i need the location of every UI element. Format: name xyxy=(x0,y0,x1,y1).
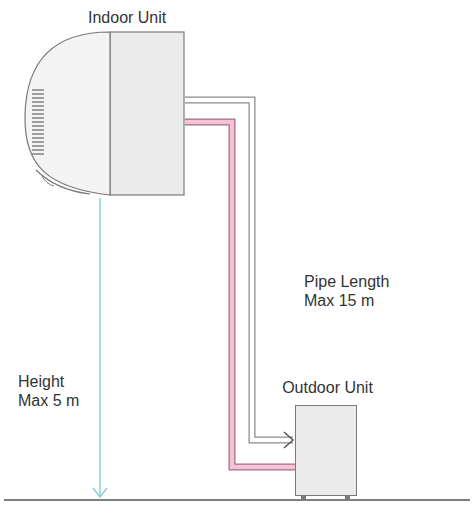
height-arrowhead xyxy=(93,488,107,497)
pipe-length-label: Pipe Length Max 15 m xyxy=(304,272,408,310)
outdoor-unit: Outdoor Unit xyxy=(270,378,385,500)
outdoor-unit-foot xyxy=(345,495,350,500)
outdoor-unit-foot xyxy=(301,495,306,500)
ground-line xyxy=(4,499,470,501)
dimension-label: Height Max 5 m xyxy=(18,372,88,410)
outdoor-unit-box xyxy=(295,405,357,496)
refrigerant-pipe xyxy=(185,122,295,467)
height-arrow xyxy=(99,198,101,497)
indoor-unit-outline xyxy=(18,6,185,198)
indoor-unit: Indoor Unit xyxy=(18,6,185,198)
unit-heading: Outdoor Unit xyxy=(270,378,385,397)
unit-heading: Indoor Unit xyxy=(88,8,166,27)
pipe-connector xyxy=(185,100,293,448)
